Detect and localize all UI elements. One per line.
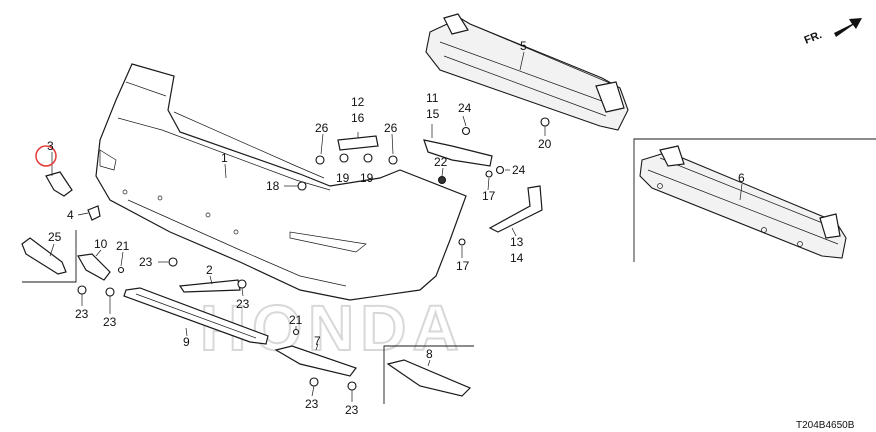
part-7-diffuser[interactable] bbox=[274, 345, 357, 377]
front-direction-label: FR. bbox=[803, 29, 824, 47]
callout-2[interactable]: 2 bbox=[206, 263, 213, 277]
fastener-23f[interactable] bbox=[347, 381, 357, 391]
callout-5[interactable]: 5 bbox=[520, 39, 527, 53]
fastener-23a[interactable] bbox=[168, 257, 178, 267]
fastener-20[interactable] bbox=[540, 117, 550, 127]
callout-8[interactable]: 8 bbox=[426, 347, 433, 361]
fastener-23d[interactable] bbox=[105, 287, 115, 297]
part-1-bumper-face[interactable] bbox=[95, 63, 467, 301]
fastener-23e[interactable] bbox=[309, 377, 319, 387]
callout-26b[interactable]: 26 bbox=[384, 121, 398, 135]
part-5-bumper-beam[interactable] bbox=[425, 13, 629, 131]
callout-22[interactable]: 22 bbox=[434, 155, 448, 169]
callout-23a[interactable]: 23 bbox=[139, 255, 153, 269]
fastener-18[interactable] bbox=[297, 181, 307, 191]
fastener-21b[interactable] bbox=[292, 328, 300, 336]
part-8-diffuser[interactable] bbox=[386, 359, 472, 397]
part-3-spacer[interactable] bbox=[45, 171, 73, 197]
part-6-box bbox=[633, 138, 876, 262]
part-12-16-bracket[interactable] bbox=[337, 135, 379, 151]
highlight-ring bbox=[35, 145, 57, 167]
callout-13[interactable]: 13 bbox=[510, 235, 524, 249]
callout-1[interactable]: 1 bbox=[221, 151, 228, 165]
callout-11[interactable]: 11 bbox=[426, 91, 439, 105]
part-4-cap[interactable] bbox=[87, 205, 101, 221]
part-13-14-stay[interactable] bbox=[488, 185, 543, 233]
callout-15[interactable]: 15 bbox=[426, 107, 440, 121]
callout-14[interactable]: 14 bbox=[510, 251, 524, 265]
callout-23d[interactable]: 23 bbox=[103, 315, 117, 329]
part-25-box bbox=[22, 230, 77, 283]
callout-17a[interactable]: 17 bbox=[482, 189, 496, 203]
front-arrow-icon bbox=[834, 18, 862, 37]
callout-7[interactable]: 7 bbox=[314, 334, 321, 348]
callout-23c[interactable]: 23 bbox=[75, 307, 89, 321]
callout-19b[interactable]: 19 bbox=[360, 171, 374, 185]
front-direction-indicator: FR. bbox=[803, 18, 862, 47]
part-10-bracket[interactable] bbox=[77, 253, 111, 281]
callout-21a[interactable]: 21 bbox=[116, 239, 130, 253]
callout-16[interactable]: 16 bbox=[351, 111, 365, 125]
fastener-17a[interactable] bbox=[485, 170, 493, 178]
part-6-bumper-beam[interactable] bbox=[639, 145, 847, 259]
callout-26a[interactable]: 26 bbox=[315, 121, 329, 135]
fasteners bbox=[77, 117, 550, 391]
callout-23f[interactable]: 23 bbox=[345, 403, 359, 417]
callout-3[interactable]: 3 bbox=[47, 139, 54, 153]
part-2-reflector[interactable] bbox=[178, 279, 241, 293]
fastener-19b[interactable] bbox=[363, 153, 373, 163]
callout-20[interactable]: 20 bbox=[538, 137, 552, 151]
callout-23b[interactable]: 23 bbox=[236, 297, 250, 311]
callout-21b[interactable]: 21 bbox=[289, 313, 303, 327]
callout-12[interactable]: 12 bbox=[351, 95, 365, 109]
part-9-garnish[interactable] bbox=[123, 287, 269, 345]
part-11-15-bracket[interactable] bbox=[423, 139, 493, 167]
fastener-26a[interactable] bbox=[315, 155, 325, 165]
callout-19a[interactable]: 19 bbox=[336, 171, 350, 185]
fastener-19a[interactable] bbox=[339, 153, 349, 163]
callout-4[interactable]: 4 bbox=[67, 208, 74, 222]
fastener-21a[interactable] bbox=[117, 266, 125, 274]
callout-23e[interactable]: 23 bbox=[305, 397, 319, 411]
diagram-code: T204B4650B bbox=[796, 420, 855, 431]
callout-24b[interactable]: 24 bbox=[512, 163, 526, 177]
callout-25[interactable]: 25 bbox=[48, 230, 62, 244]
fastener-17b[interactable] bbox=[458, 238, 466, 246]
callout-24a[interactable]: 24 bbox=[458, 101, 472, 115]
callouts: 5 6 1 2 3 4 25 10 21 9 7 8 21 26 26 12 1… bbox=[47, 39, 745, 417]
callout-6[interactable]: 6 bbox=[738, 171, 745, 185]
callout-17b[interactable]: 17 bbox=[456, 259, 470, 273]
callout-18[interactable]: 18 bbox=[266, 179, 280, 193]
fastener-23b[interactable] bbox=[237, 279, 247, 289]
fastener-24b[interactable] bbox=[495, 165, 505, 175]
fastener-26b[interactable] bbox=[388, 155, 398, 165]
fastener-24a[interactable] bbox=[461, 126, 471, 136]
part-25-bracket[interactable] bbox=[21, 237, 67, 275]
callout-9[interactable]: 9 bbox=[183, 335, 190, 349]
fastener-23c[interactable] bbox=[77, 285, 87, 295]
callout-10[interactable]: 10 bbox=[94, 237, 108, 251]
part-8-box bbox=[383, 345, 474, 404]
fastener-22[interactable] bbox=[438, 176, 446, 184]
